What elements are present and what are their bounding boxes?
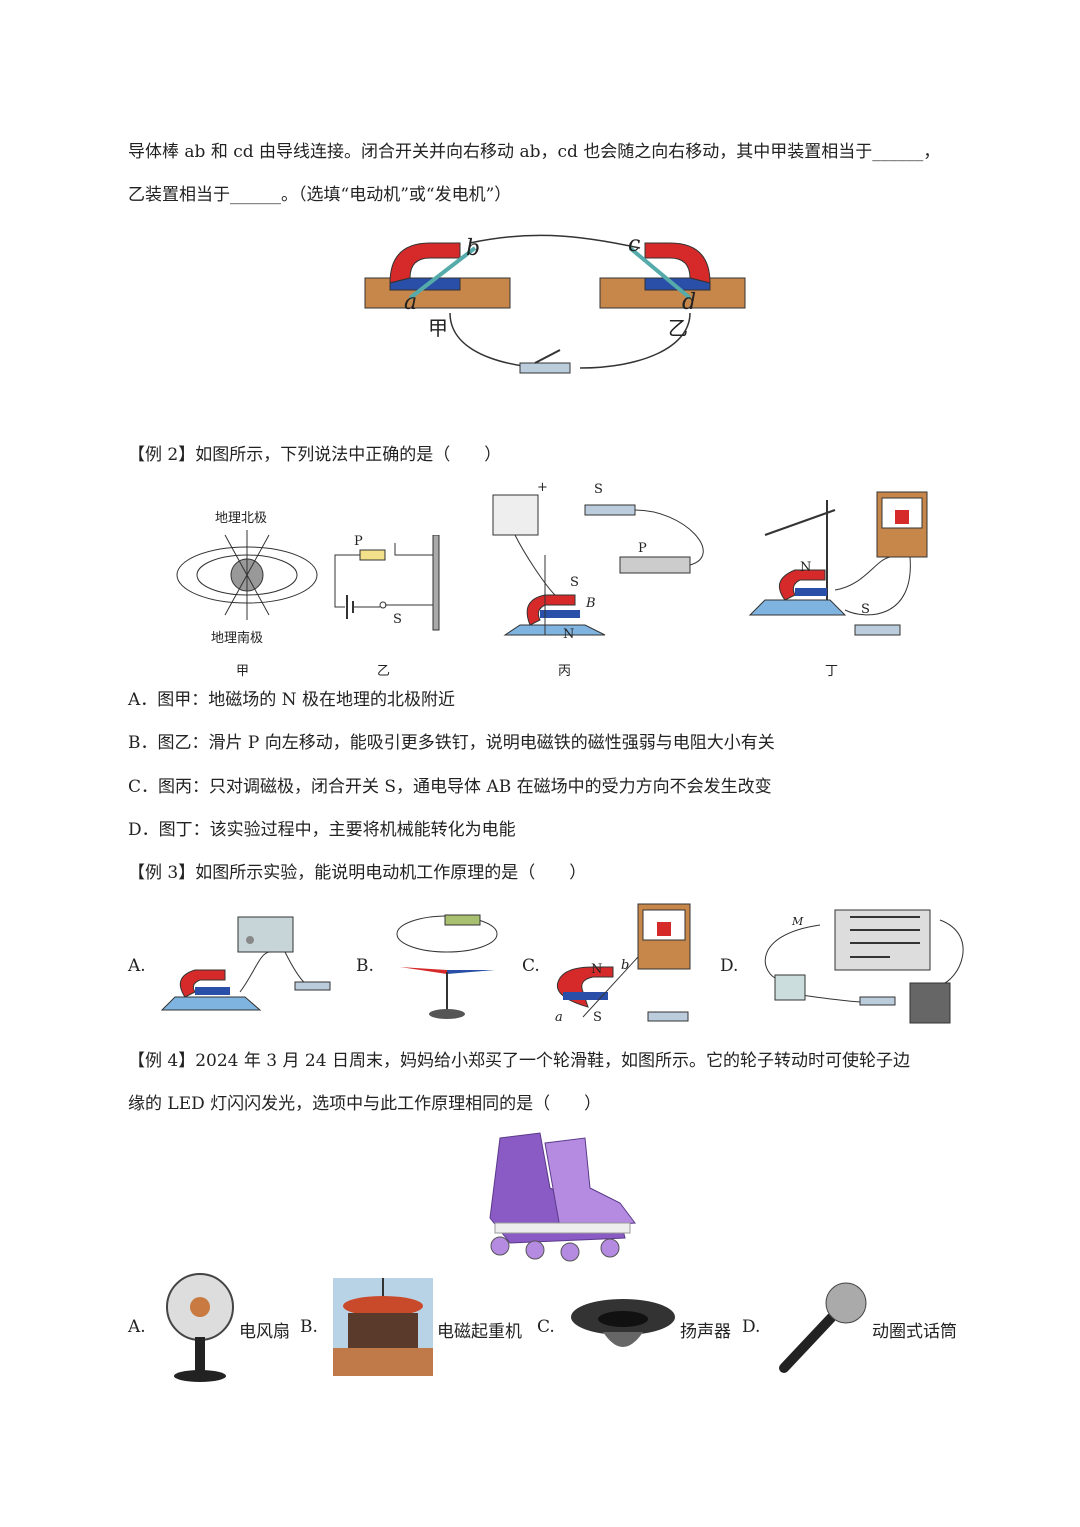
example4-option-b-text[interactable]: 电磁起重机 [437,1322,522,1342]
label-plus: + [537,480,548,495]
example3-figure-c [556,903,691,1022]
caption-bing: 丙 [558,664,572,679]
example4-option-a-text[interactable]: 电风扇 [239,1322,290,1342]
caption-jia: 甲 [236,664,250,679]
label-s: S [393,612,402,627]
label-p: P [354,534,363,549]
intro-line-1: 导体棒 ab 和 cd 由导线连接。闭合开关并向右移动 ab，cd 也会随之向右… [128,142,941,162]
loudspeaker-image [571,1299,675,1347]
label-c: c [628,232,641,257]
generator-experiment-figure [748,491,928,636]
label-b-rod: B [586,596,596,611]
example4-option-c-letter[interactable]: C. [537,1317,555,1337]
label-geo-south: 地理南极 [211,631,264,646]
intro-line-2: 乙装置相当于______。（选填“电动机”或“发电机”） [128,185,512,205]
example4-option-d-text[interactable]: 动圈式话筒 [872,1322,957,1342]
label-n-pole: N [563,627,575,642]
caption-yi: 乙 [377,664,391,679]
example4-line-1: 【例 4】2024 年 3 月 24 日周末，妈妈给小郑买了一个轮滑鞋，如图所示… [128,1051,910,1071]
label-n-ding: N [800,560,812,575]
label-a: a [404,290,418,315]
earth-magnetic-field-figure [176,530,318,620]
example4-option-b-letter[interactable]: B. [300,1317,318,1337]
electromagnetic-crane-image [333,1278,433,1376]
example3-figure-d [764,909,964,1024]
electromagnet-circuit-figure [334,535,440,631]
label-b-c: b [621,958,630,973]
example3-figure-a [160,916,331,1011]
motor-experiment-figure [492,494,704,636]
example4-option-a-letter[interactable]: A. [128,1317,146,1337]
example4-line-2: 缘的 LED 灯闪闪发光，选项中与此工作原理相同的是（ ） [128,1094,602,1114]
example2-option-c[interactable]: C．图丙：只对调磁极，闭合开关 S，通电导体 AB 在磁场中的受力方向不会发生改… [128,777,772,797]
example4-option-d-letter[interactable]: D. [742,1317,761,1337]
example2-option-d[interactable]: D．图丁：该实验过程中，主要将机械能转化为电能 [128,820,516,840]
label-jia: 甲 [428,316,448,340]
label-geo-north: 地理北极 [215,511,268,526]
example3-figure-b [396,914,498,1019]
example2-option-b[interactable]: B．图乙：滑片 P 向左移动，能吸引更多铁钉，说明电磁铁的磁性强弱与电阻大小有关 [128,733,775,753]
example3-option-b-label[interactable]: B. [356,956,374,976]
motor-generator-figure [364,234,746,374]
label-s-pole: S [570,575,579,590]
label-s-switch: S [594,482,603,497]
label-b: b [466,236,481,261]
caption-ding: 丁 [825,664,839,679]
example3-question: 【例 3】如图所示实验，能说明电动机工作原理的是（ ） [128,863,587,883]
label-n-c: N [591,962,603,977]
label-s-ding: S [861,602,870,617]
label-p-rheostat: P [638,541,647,556]
dynamic-microphone-image [779,1282,867,1373]
label-a-c: a [555,1010,563,1025]
electric-fan-image [166,1273,234,1382]
example4-option-c-text[interactable]: 扬声器 [680,1322,731,1342]
label-yi: 乙 [668,316,688,340]
example3-option-c-label[interactable]: C. [522,956,540,976]
label-s-c: S [593,1010,602,1025]
example2-question: 【例 2】如图所示，下列说法中正确的是（ ） [128,445,502,465]
label-m: M [792,915,804,928]
example2-option-a[interactable]: A．图甲：地磁场的 N 极在地理的北极附近 [128,690,455,710]
example3-option-a-label[interactable]: A. [128,956,146,976]
roller-skate-image [489,1132,636,1262]
example3-option-d-label[interactable]: D. [720,956,739,976]
label-d: d [682,290,697,315]
